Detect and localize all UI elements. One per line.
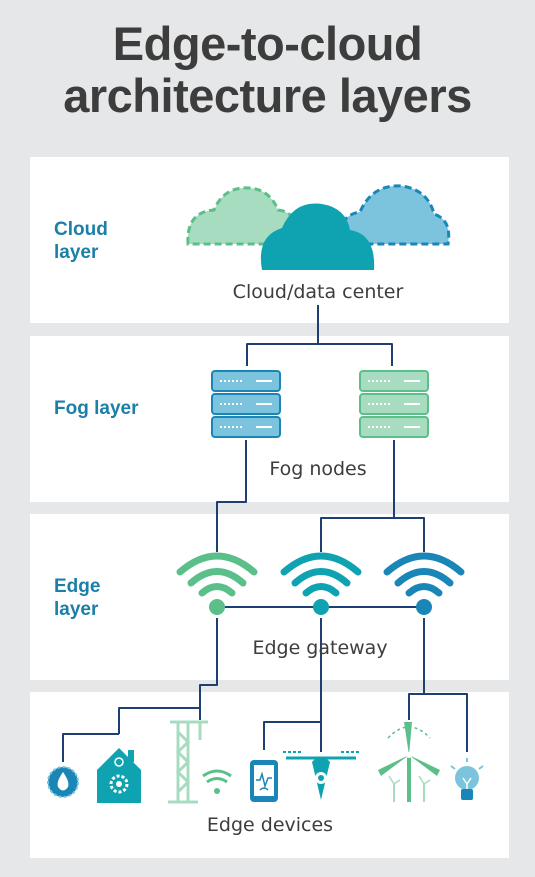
page-title: Edge-to-cloud architecture layers [63, 17, 472, 122]
fog-caption: Fog nodes [269, 458, 367, 480]
crane-icon [168, 720, 232, 804]
cloud-icon [186, 184, 451, 270]
cloud-caption: Cloud/data center [232, 281, 404, 303]
cloud-layer-label: Cloud layer [54, 219, 108, 263]
fog-left-to-edge-line [216, 440, 247, 552]
server-icon-left [211, 370, 281, 438]
edge-layer-label: Edge layer [54, 576, 101, 620]
edge-layer-panel [30, 514, 509, 680]
fog-layer-label: Fog layer [54, 398, 139, 419]
edge-gateway-caption: Edge gateway [252, 637, 388, 659]
smart-home-icon [97, 748, 141, 803]
light-bulb-icon [450, 758, 484, 800]
edge-right-to-devices-line [408, 618, 468, 752]
connection-lines [62, 305, 468, 762]
server-icon-right [359, 370, 429, 438]
drone-icon [283, 751, 359, 800]
wifi-icon-teal [280, 552, 362, 615]
cloud-to-fog-line [246, 305, 393, 366]
edge-devices-caption: Edge devices [206, 814, 334, 836]
wind-turbine-icon [378, 722, 440, 802]
wifi-icon-green [176, 552, 258, 615]
edge-middle-to-devices-line [263, 618, 322, 752]
fog-right-to-edge-line [320, 440, 425, 552]
water-drop-icon [47, 766, 79, 798]
smartphone-icon [250, 760, 278, 802]
edge-left-to-devices-line [62, 618, 218, 762]
wifi-icon-blue [383, 552, 465, 615]
